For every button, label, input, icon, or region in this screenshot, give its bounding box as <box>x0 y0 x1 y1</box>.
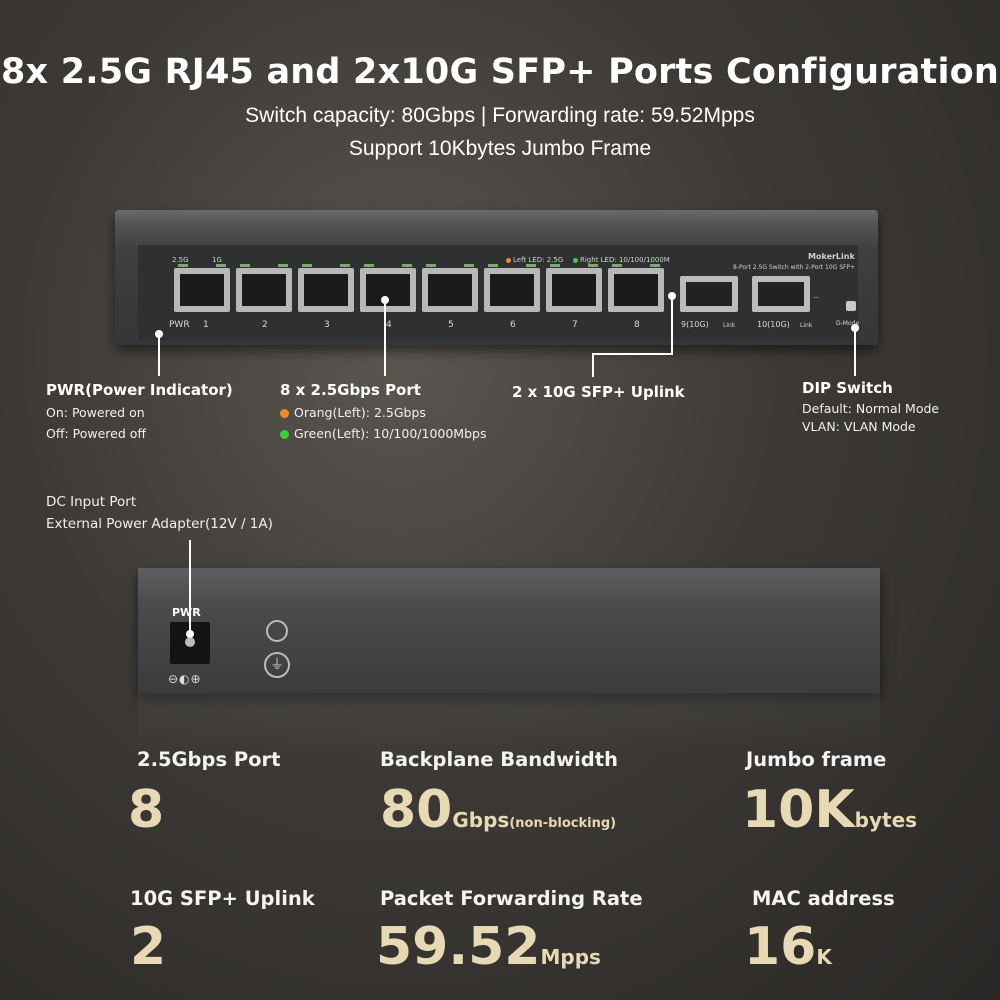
stat-unit-forwarding: Mpps <box>540 945 601 969</box>
switch-back-chassis <box>138 568 880 693</box>
rj45-port-1[interactable] <box>174 264 230 312</box>
dc-polarity-icon: ⊖◐⊕ <box>168 672 202 686</box>
port-number-8: 8 <box>634 320 640 330</box>
sfp-label-9: 9(10G) <box>681 320 709 329</box>
ground-symbol-icon: ⏚ <box>264 652 290 678</box>
stat-number-2-5g-ports: 8 <box>128 780 165 840</box>
rj45-port-5[interactable] <box>422 264 478 312</box>
switch-back-reflection <box>138 693 880 753</box>
page-subtitle-capacity: Switch capacity: 80Gbps | Forwarding rat… <box>245 104 755 127</box>
sfp-callout-line-drop <box>592 353 594 377</box>
dip-callout-title: DIP Switch <box>802 379 893 397</box>
stat-unit-note-backplane: (non-blocking) <box>509 816 617 831</box>
dc-callout-line <box>189 540 191 632</box>
sfp-link-10: Link <box>800 322 813 329</box>
stat-value-mac: 16K <box>744 921 832 973</box>
stat-label-jumbo: Jumbo frame <box>746 748 887 771</box>
stat-label-sfp-uplink: 10G SFP+ Uplink <box>130 887 315 910</box>
dip-mode-label: D-Mode <box>836 320 860 327</box>
ports-callout-title: 8 x 2.5Gbps Port <box>280 381 421 399</box>
sfp-link-9: Link <box>723 322 736 329</box>
port-number-1: 1 <box>203 320 209 330</box>
stat-number-sfp-uplink: 2 <box>130 917 167 977</box>
ports-callout-line <box>384 300 386 376</box>
stat-value-forwarding: 59.52Mpps <box>376 921 601 973</box>
dip-callout-line <box>854 328 856 376</box>
orange-led-icon <box>506 258 511 263</box>
dip-callout-default: Default: Normal Mode <box>802 401 940 416</box>
sfp-callout-line-horizontal <box>592 353 673 355</box>
dc-pin <box>185 637 195 647</box>
brand-label: MokerLink <box>808 252 855 261</box>
port-number-6: 6 <box>510 320 516 330</box>
green-led-icon <box>573 258 578 263</box>
stat-label-forwarding: Packet Forwarding Rate <box>380 887 643 910</box>
stat-number-forwarding: 59.52 <box>376 917 541 977</box>
sfp-port-9[interactable] <box>680 276 738 312</box>
ports-callout-orange: Orang(Left): 2.5Gbps <box>280 405 426 420</box>
stat-number-backplane: 80 <box>380 780 453 840</box>
port-number-5: 5 <box>448 320 454 330</box>
dip-callout-vlan: VLAN: VLAN Mode <box>802 419 916 434</box>
stat-value-sfp-uplink: 2 <box>130 921 166 973</box>
led-legend-left: Left LED: 2.5G <box>506 256 563 264</box>
page-subtitle-jumbo: Support 10Kbytes Jumbo Frame <box>348 137 652 160</box>
led-legend-left-text: Left LED: 2.5G <box>513 256 564 264</box>
model-label: 8-Port 2.5G Switch with 2-Port 10G SFP+ <box>733 264 856 271</box>
sfp-port-10[interactable] <box>752 276 810 312</box>
dc-callout-dot <box>186 630 194 638</box>
port-number-2: 2 <box>262 320 268 330</box>
pwr-callout-title: PWR(Power Indicator) <box>46 381 233 399</box>
rj45-port-4[interactable] <box>360 264 416 312</box>
orange-dot-icon <box>280 409 289 418</box>
rj45-port-2[interactable] <box>236 264 292 312</box>
stat-value-2-5g-ports: 8 <box>128 784 164 836</box>
ports-callout-orange-text: Orang(Left): 2.5Gbps <box>294 405 426 420</box>
stat-number-mac: 16 <box>744 917 817 977</box>
stat-value-backplane: 80Gbps(non-blocking) <box>380 784 616 836</box>
stat-label-backplane: Backplane Bandwidth <box>380 748 618 771</box>
sfp-label-10: 10(10G) <box>757 320 790 329</box>
port-number-3: 3 <box>324 320 330 330</box>
stat-number-jumbo: 10K <box>742 780 855 840</box>
led-legend-right: Right LED: 10/100/1000M <box>573 256 670 264</box>
stat-value-jumbo: 10Kbytes <box>742 784 917 836</box>
ground-screw-icon <box>266 620 288 642</box>
stat-unit-jumbo: bytes <box>854 808 918 832</box>
dip-default-mark: — <box>813 294 819 301</box>
stat-label-mac: MAC address <box>752 887 895 910</box>
back-pwr-label: PWR <box>172 606 201 619</box>
stat-unit-mac: K <box>816 945 832 969</box>
pwr-led-label: PWR <box>169 320 190 330</box>
dc-callout-desc: External Power Adapter(12V / 1A) <box>46 516 273 532</box>
rj45-port-8[interactable] <box>608 264 664 312</box>
led-legend-right-text: Right LED: 10/100/1000M <box>580 256 670 264</box>
speed-mark-1g: 1G <box>212 256 222 264</box>
sfp-callout-line-vertical <box>671 296 673 354</box>
rj45-port-7[interactable] <box>546 264 602 312</box>
ports-callout-green-text: Green(Left): 10/100/1000Mbps <box>294 426 487 441</box>
speed-mark-2-5g: 2.5G <box>172 256 189 264</box>
dc-callout-title: DC Input Port <box>46 494 137 510</box>
green-dot-icon <box>280 430 289 439</box>
pwr-callout-on: On: Powered on <box>46 405 145 420</box>
pwr-callout-off: Off: Powered off <box>46 426 147 441</box>
rj45-port-3[interactable] <box>298 264 354 312</box>
stat-label-2-5g-ports: 2.5Gbps Port <box>137 748 281 771</box>
dip-switch[interactable] <box>846 301 856 311</box>
sfp-callout-title: 2 x 10G SFP+ Uplink <box>512 383 685 401</box>
port-number-7: 7 <box>572 320 578 330</box>
page-title: 8x 2.5G RJ45 and 2x10G SFP+ Ports Config… <box>0 52 999 92</box>
port-number-4: 4 <box>386 320 392 330</box>
pwr-callout-line <box>158 334 160 376</box>
stat-unit-backplane: Gbps <box>452 808 510 832</box>
rj45-port-6[interactable] <box>484 264 540 312</box>
ports-callout-green: Green(Left): 10/100/1000Mbps <box>280 426 486 441</box>
